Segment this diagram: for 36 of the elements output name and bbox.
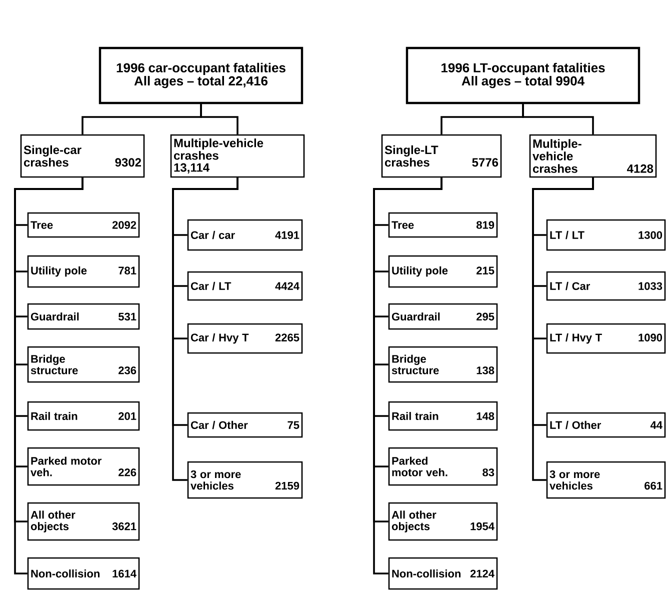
title-box: 1996 LT-occupant fatalities All ages – total 9904: [406, 46, 640, 104]
count-box: Guardrail 295: [388, 303, 498, 330]
count-box: Non-collision 2124: [388, 557, 498, 590]
title-box: 1996 car-occupant fatalities All ages – total 22,416: [98, 46, 304, 104]
count-box: Car / LT 4424: [187, 271, 303, 301]
count-box: 3 or more vehicles 2159: [187, 461, 303, 499]
count-box: Non-collision 1614: [27, 557, 140, 590]
connector-line: [522, 104, 594, 134]
connector-line: [532, 178, 594, 481]
count-box: LT / Other 44: [546, 412, 666, 438]
count-box: Rail train 201: [27, 401, 140, 431]
count-box: 3 or more vehicles 661: [546, 461, 666, 499]
count-box: Bridge structure 138: [388, 346, 498, 383]
count-box: LT / Car 1033: [546, 271, 666, 301]
count-box: Tree 2092: [27, 212, 140, 238]
count-box: Utility pole 781: [27, 255, 140, 288]
count-box: Car / Hvy T 2265: [187, 323, 303, 354]
count-box: Rail train 148: [388, 401, 498, 431]
count-box: LT / LT 1300: [546, 219, 666, 251]
count-box: Tree 819: [388, 212, 498, 238]
count-box: Car / car 4191: [187, 219, 303, 251]
count-box: Car / Other 75: [187, 412, 303, 438]
count-box: All other objects 1954: [388, 502, 498, 541]
count-box: Bridge structure 236: [27, 346, 140, 383]
count-box: Utility pole 215: [388, 255, 498, 288]
count-box: Parked motor veh. 226: [27, 447, 140, 486]
connector-line: [172, 178, 238, 481]
count-box: LT / Hvy T 1090: [546, 323, 666, 354]
category-box: Multiple-vehicle crashes 13,114: [170, 134, 305, 178]
count-box: Guardrail 531: [27, 303, 140, 330]
connector-line: [200, 104, 238, 134]
category-box: Single-LT crashes 5776: [381, 134, 502, 178]
count-box: All other objects 3621: [27, 502, 140, 541]
category-box: Single-car crashes 9302: [20, 134, 145, 178]
count-box: Parked motor veh. 83: [388, 447, 498, 486]
category-box: Multiple-vehicle crashes 4128: [529, 134, 657, 178]
